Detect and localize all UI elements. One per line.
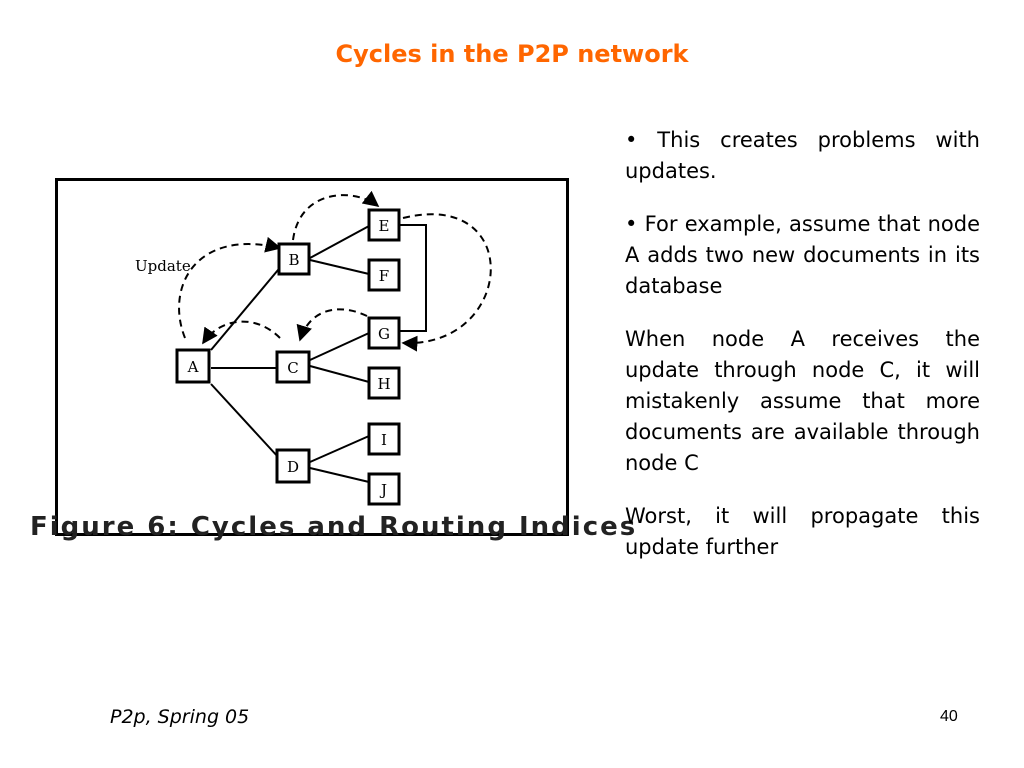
- edge-e-g: [400, 224, 427, 332]
- node-i: I: [367, 422, 401, 456]
- edge-b-e: [309, 225, 370, 259]
- slide-title: Cycles in the P2P network: [335, 40, 689, 68]
- bullet-receives: When node A receives the update through …: [625, 327, 980, 475]
- page-number: 40: [940, 708, 958, 725]
- edge-c-h: [309, 365, 370, 383]
- edge-b-f: [309, 259, 370, 275]
- update-arrow-g-c: [296, 308, 368, 342]
- node-a-label: A: [187, 358, 199, 376]
- bullet-problems: • This creates problems with updates.: [625, 128, 980, 183]
- node-e-label: E: [379, 217, 390, 235]
- edge-a-b: [210, 263, 284, 351]
- update-arrow-b-e: [292, 190, 380, 241]
- bullet-propagate: Worst, it will propagate this update fur…: [625, 504, 980, 559]
- node-c: C: [275, 350, 311, 384]
- node-g: G: [367, 316, 401, 350]
- network-edges: [210, 224, 427, 483]
- node-f-label: F: [379, 267, 389, 285]
- node-h: H: [367, 366, 401, 400]
- bullet-example: • For example, assume that node A adds t…: [625, 212, 980, 298]
- cycle-diagram: Update A B C D E F G: [55, 178, 569, 536]
- footer-course: P2p, Spring 05: [110, 706, 250, 728]
- edge-a-d: [210, 383, 280, 459]
- figure-caption-cropped: Figure 6: Cycles and Routing Indices: [30, 512, 635, 542]
- update-label: Update: [135, 257, 191, 275]
- node-f: F: [367, 258, 401, 292]
- edge-d-j: [309, 467, 370, 483]
- node-a: A: [175, 348, 211, 384]
- figure-caption-text: Figure 6: Cycles and Routing Indices: [30, 512, 638, 542]
- node-c-label: C: [287, 359, 298, 377]
- update-arrow-e-g: [401, 213, 492, 352]
- node-d: D: [275, 448, 311, 484]
- node-b-label: B: [288, 251, 299, 269]
- edge-c-g: [309, 332, 370, 361]
- node-j: J: [367, 472, 401, 506]
- node-i-label: I: [381, 431, 387, 449]
- update-arrow-a-b: [178, 236, 282, 339]
- node-e: E: [367, 208, 401, 242]
- node-b: B: [277, 242, 311, 276]
- figure-frame: [55, 178, 569, 536]
- edge-d-i: [309, 435, 370, 463]
- bullet-list: • This creates problems with updates. • …: [625, 125, 980, 594]
- node-g-label: G: [378, 325, 390, 343]
- node-j-label: J: [379, 481, 387, 499]
- node-h-label: H: [377, 375, 390, 393]
- node-d-label: D: [287, 458, 299, 476]
- update-paths: [178, 190, 492, 352]
